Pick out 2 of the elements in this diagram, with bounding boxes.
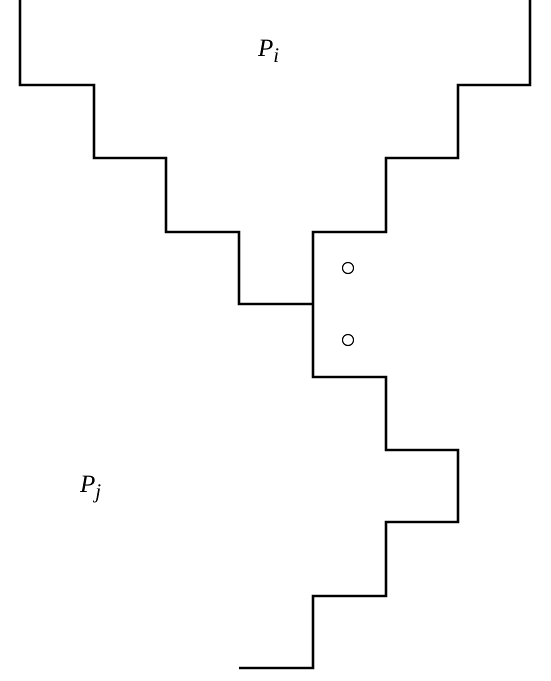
region-label: P$_{j}$ [80,472,102,502]
region-label: P$_{i}$ [258,36,280,66]
